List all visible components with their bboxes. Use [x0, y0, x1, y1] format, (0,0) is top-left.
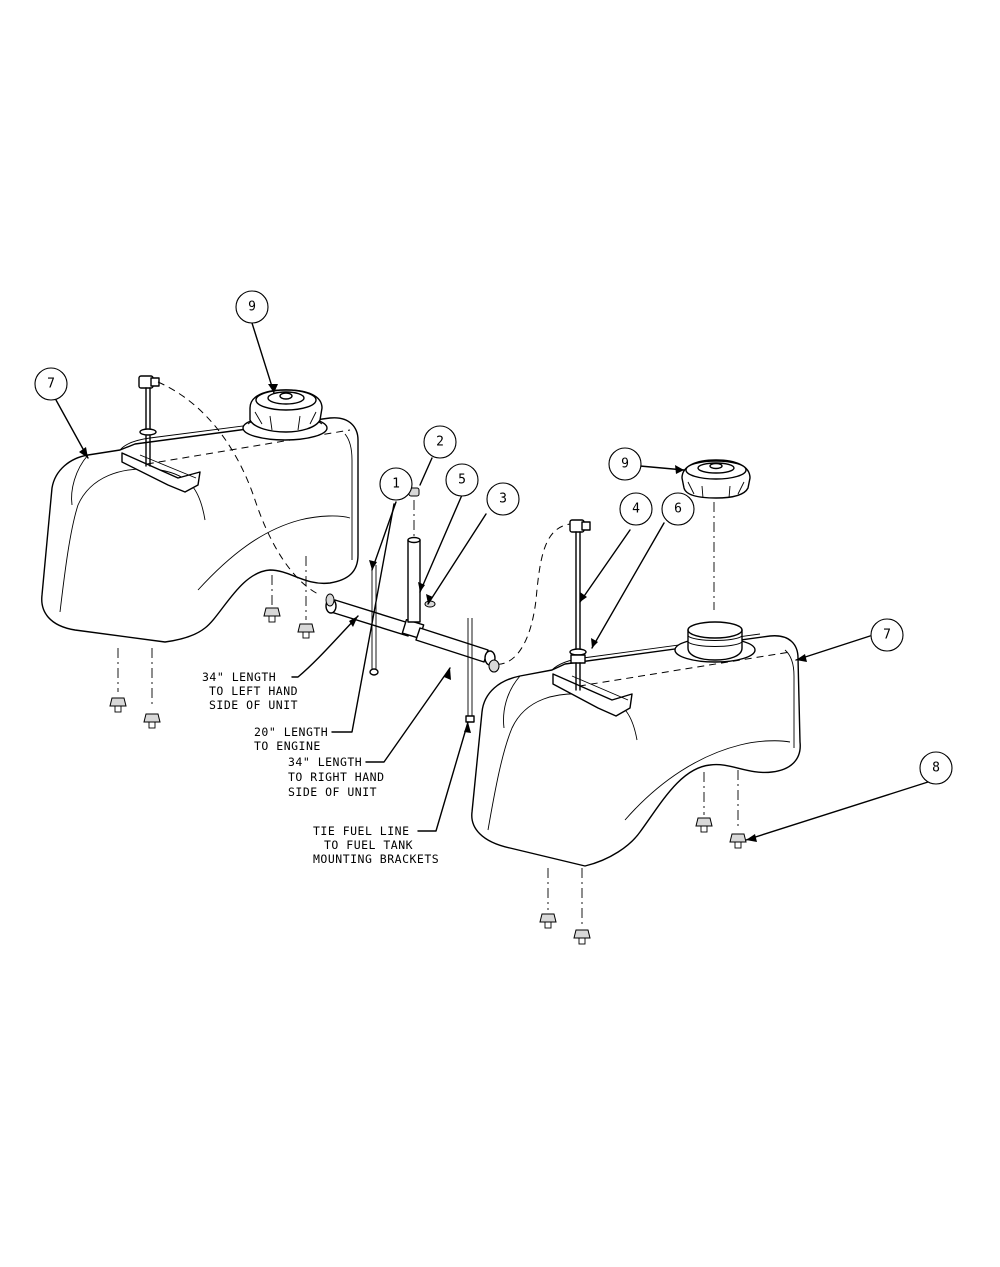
right-fuel-cap [681, 459, 751, 610]
svg-text:9: 9 [621, 457, 629, 472]
callout-1: 1 [379, 467, 413, 501]
svg-text:6: 6 [674, 502, 682, 517]
svg-text:9: 9 [248, 300, 256, 315]
left-vent-fitting [138, 375, 160, 467]
right-tank-screws [539, 770, 747, 945]
svg-text:TO FUEL TANK: TO FUEL TANK [324, 838, 413, 852]
left-tank-screws [109, 556, 315, 729]
callout-6: 6 [661, 492, 695, 526]
svg-text:TO ENGINE: TO ENGINE [254, 739, 321, 753]
right-vent-fitting [569, 519, 591, 691]
note-tie-fuel-line: TIE FUEL LINE TO FUEL TANK MOUNTING BRAC… [313, 824, 439, 866]
note-left-length: 34" LENGTH TO LEFT HAND SIDE OF UNIT [202, 670, 298, 712]
left-fuel-tank [41, 415, 359, 643]
right-fuel-tank [471, 621, 801, 867]
svg-text:5: 5 [458, 473, 466, 488]
callout-4: 4 [619, 492, 653, 526]
left-fuel-cap [249, 389, 323, 433]
svg-text:MOUNTING BRACKETS: MOUNTING BRACKETS [313, 852, 439, 866]
svg-text:TO LEFT HAND: TO LEFT HAND [209, 684, 298, 698]
callout-leaders [55, 322, 929, 842]
svg-text:SIDE OF UNIT: SIDE OF UNIT [288, 785, 377, 799]
svg-text:7: 7 [883, 628, 891, 643]
callout-8: 8 [919, 751, 953, 785]
svg-text:1: 1 [392, 477, 400, 492]
svg-text:TIE FUEL LINE: TIE FUEL LINE [313, 824, 410, 838]
svg-text:7: 7 [47, 377, 55, 392]
svg-text:3: 3 [499, 492, 507, 507]
svg-text:2: 2 [436, 435, 444, 450]
callout-7-right: 7 [870, 618, 904, 652]
svg-text:34" LENGTH: 34" LENGTH [288, 755, 362, 769]
callout-2: 2 [423, 425, 457, 459]
callout-3: 3 [486, 482, 520, 516]
callout-9-left: 9 [235, 290, 269, 324]
note-engine-length: 20" LENGTH TO ENGINE [254, 725, 328, 753]
callout-5: 5 [445, 463, 479, 497]
fuel-lines [157, 381, 571, 723]
svg-text:34" LENGTH: 34" LENGTH [202, 670, 276, 684]
note-right-length: 34" LENGTH TO RIGHT HAND SIDE OF UNIT [288, 755, 385, 799]
svg-text:20" LENGTH: 20" LENGTH [254, 725, 328, 739]
svg-text:8: 8 [932, 761, 940, 776]
callout-7-left: 7 [34, 367, 68, 401]
svg-text:4: 4 [632, 502, 640, 517]
svg-text:TO RIGHT HAND: TO RIGHT HAND [288, 770, 385, 784]
callout-9-right: 9 [608, 447, 642, 481]
svg-text:SIDE OF UNIT: SIDE OF UNIT [209, 698, 298, 712]
screw-8 [729, 833, 747, 843]
